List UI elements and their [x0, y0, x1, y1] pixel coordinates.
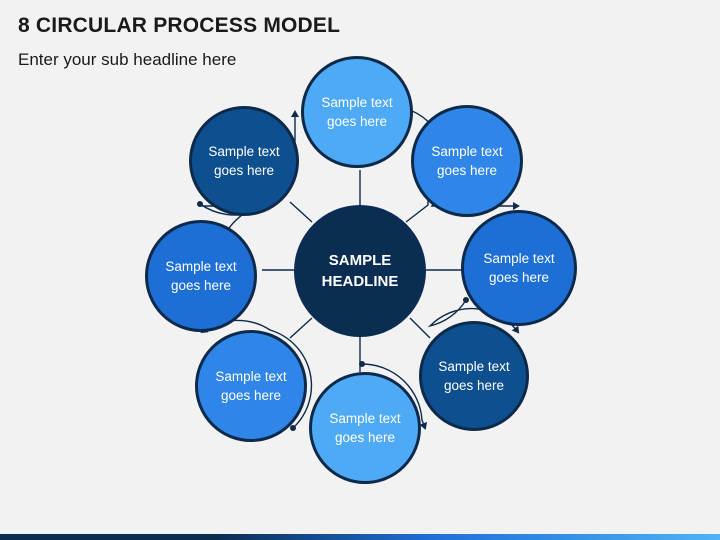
- process-node-7: Sample text goes here: [145, 220, 257, 332]
- page-subtitle: Enter your sub headline here: [18, 50, 237, 69]
- footer-accent-bar: [0, 534, 720, 540]
- process-node-6: Sample text goes here: [195, 330, 307, 442]
- node-text-line2: goes here: [220, 388, 282, 403]
- spoke-top-left: [289, 201, 313, 223]
- node-text-line2: goes here: [334, 430, 396, 445]
- node-text-line1: Sample text: [438, 359, 510, 374]
- center-line2: HEADLINE: [321, 273, 399, 290]
- node-text-line2: goes here: [443, 378, 505, 393]
- node-text-line1: Sample text: [165, 259, 237, 274]
- connector-dot: [463, 297, 469, 303]
- arc-connector-4: [361, 363, 427, 430]
- process-node-2: Sample text goes here: [411, 105, 523, 217]
- center-line1: SAMPLE: [328, 252, 392, 269]
- process-node-4: Sample text goes here: [419, 321, 529, 431]
- page-title: 8 CIRCULAR PROCESS MODEL: [18, 14, 341, 37]
- node-text-line1: Sample text: [483, 251, 555, 266]
- spoke-bottom-right: [409, 317, 431, 339]
- connector-dot: [197, 201, 203, 207]
- node-text-line2: goes here: [170, 278, 232, 293]
- process-node-3: Sample text goes here: [461, 210, 577, 326]
- node-text-line1: Sample text: [431, 144, 503, 159]
- process-node-5: Sample text goes here: [309, 372, 421, 484]
- spoke-top-right: [405, 196, 429, 223]
- node-text-line2: goes here: [213, 163, 275, 178]
- node-text-line1: Sample text: [215, 369, 287, 384]
- center-headline: SAMPLE HEADLINE: [294, 205, 426, 337]
- node-text-line1: Sample text: [321, 95, 393, 110]
- spoke-bottom-left: [289, 317, 313, 339]
- process-node-1: Sample text goes here: [301, 56, 413, 168]
- node-text-line2: goes here: [326, 114, 388, 129]
- process-node-8: Sample text goes here: [189, 106, 299, 216]
- node-text-line1: Sample text: [208, 144, 280, 159]
- connector-dot: [290, 425, 296, 431]
- node-text-line2: goes here: [488, 270, 550, 285]
- connector-dot: [359, 361, 365, 367]
- node-text-line1: Sample text: [329, 411, 401, 426]
- node-text-line2: goes here: [436, 163, 498, 178]
